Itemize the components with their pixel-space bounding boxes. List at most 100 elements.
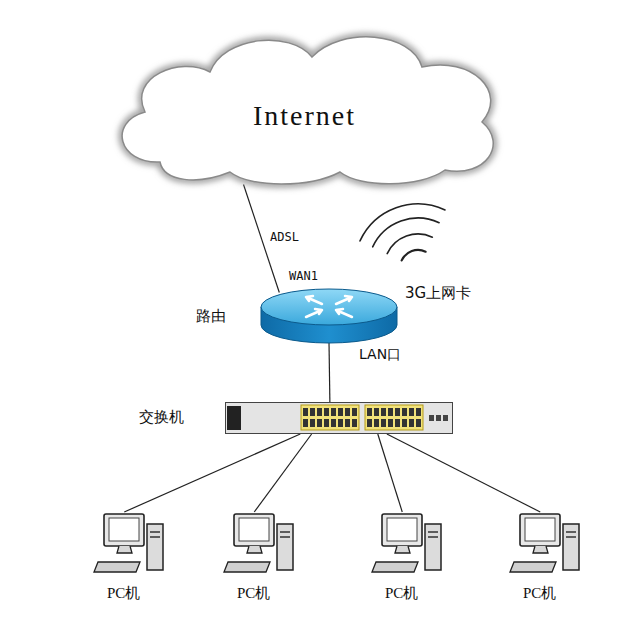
keyboard bbox=[372, 562, 418, 572]
pc-shape bbox=[370, 512, 445, 577]
switch-port bbox=[395, 408, 400, 416]
switch-port bbox=[345, 408, 350, 416]
pc: PC机 bbox=[370, 512, 445, 577]
pc-shape bbox=[508, 512, 583, 577]
uplink-port bbox=[436, 415, 441, 421]
switch-label: 交换机 bbox=[139, 408, 184, 427]
router-top bbox=[261, 289, 397, 325]
monitor bbox=[234, 514, 274, 546]
network-cable bbox=[378, 434, 402, 512]
switch-port bbox=[416, 408, 421, 416]
port-label: LAN口 bbox=[358, 346, 402, 364]
monitor-stand bbox=[533, 546, 548, 553]
signal-arc bbox=[373, 218, 439, 247]
switch-port bbox=[402, 419, 407, 427]
screen bbox=[525, 518, 555, 541]
switch-port bbox=[381, 419, 386, 427]
router-arrow bbox=[306, 296, 322, 304]
router-label: 路由 bbox=[196, 307, 226, 326]
screen bbox=[109, 518, 139, 541]
pc-label: PC机 bbox=[237, 584, 270, 603]
network-cable bbox=[254, 434, 311, 512]
switch-port bbox=[338, 408, 343, 416]
switch-port bbox=[310, 408, 315, 416]
switch-port bbox=[374, 408, 379, 416]
switch-port bbox=[388, 419, 393, 427]
monitor-stand bbox=[395, 546, 410, 553]
keyboard bbox=[510, 562, 556, 572]
router-arrow bbox=[336, 296, 352, 304]
switch-port bbox=[367, 419, 372, 427]
router-arrow bbox=[336, 309, 352, 317]
monitor bbox=[520, 514, 560, 546]
switch-port bbox=[381, 408, 386, 416]
switch: 交换机 bbox=[225, 402, 453, 434]
network-cable bbox=[328, 342, 330, 402]
pc: PC机 bbox=[508, 512, 583, 577]
switch-case bbox=[226, 403, 453, 434]
switch-port bbox=[317, 419, 322, 427]
port-label: WAN1 bbox=[288, 269, 319, 283]
signal-arc bbox=[360, 204, 445, 241]
switch-port bbox=[409, 419, 414, 427]
pc-shape bbox=[92, 512, 167, 577]
port-group bbox=[301, 405, 359, 430]
pc-shape bbox=[222, 512, 297, 577]
pc-label: PC机 bbox=[107, 584, 140, 603]
switch-badge bbox=[227, 406, 241, 430]
switch-port bbox=[310, 419, 315, 427]
network-cable bbox=[124, 434, 300, 512]
router: 路由 bbox=[258, 285, 400, 347]
switch-port bbox=[352, 408, 357, 416]
network-cable bbox=[387, 434, 540, 512]
switch-port bbox=[331, 408, 336, 416]
screen bbox=[387, 518, 417, 541]
switch-port bbox=[303, 408, 308, 416]
pc-tower bbox=[277, 524, 293, 570]
switch-port bbox=[367, 408, 372, 416]
cloud-shadow bbox=[122, 37, 493, 184]
uplink-port bbox=[443, 415, 448, 421]
router-shape bbox=[258, 285, 400, 347]
pc-tower bbox=[147, 524, 163, 570]
link-label: ADSL bbox=[269, 230, 300, 244]
switch-shape bbox=[225, 402, 453, 434]
port-group bbox=[365, 405, 423, 430]
switch-port bbox=[388, 408, 393, 416]
cloud-outline bbox=[122, 37, 493, 184]
pc-label: PC机 bbox=[523, 584, 556, 603]
signal-arc bbox=[387, 234, 432, 254]
screen bbox=[239, 518, 269, 541]
keyboard bbox=[224, 562, 270, 572]
switch-port bbox=[324, 419, 329, 427]
pc-tower bbox=[563, 524, 579, 570]
monitor-stand bbox=[247, 546, 262, 553]
switch-port bbox=[331, 419, 336, 427]
switch-port bbox=[416, 419, 421, 427]
switch-port bbox=[409, 408, 414, 416]
switch-port bbox=[317, 408, 322, 416]
pc-tower bbox=[425, 524, 441, 570]
switch-port bbox=[324, 408, 329, 416]
pc-label: PC机 bbox=[385, 584, 418, 603]
wireless-card-label: 3G上网卡 bbox=[404, 284, 472, 303]
switch-port bbox=[303, 419, 308, 427]
router-arrow bbox=[306, 309, 322, 317]
switch-port bbox=[352, 419, 357, 427]
monitor bbox=[104, 514, 144, 546]
monitor-stand bbox=[117, 546, 132, 553]
switch-port bbox=[374, 419, 379, 427]
keyboard bbox=[94, 562, 140, 572]
internet-cloud: Internet bbox=[100, 22, 510, 187]
switch-port bbox=[345, 419, 350, 427]
pc: PC机 bbox=[222, 512, 297, 577]
switch-port bbox=[395, 419, 400, 427]
signal-arc bbox=[402, 250, 426, 260]
pc: PC机 bbox=[92, 512, 167, 577]
monitor bbox=[382, 514, 422, 546]
switch-port bbox=[402, 408, 407, 416]
internet-cloud-label: Internet bbox=[253, 100, 356, 132]
switch-port bbox=[338, 419, 343, 427]
uplink-port bbox=[429, 415, 434, 421]
